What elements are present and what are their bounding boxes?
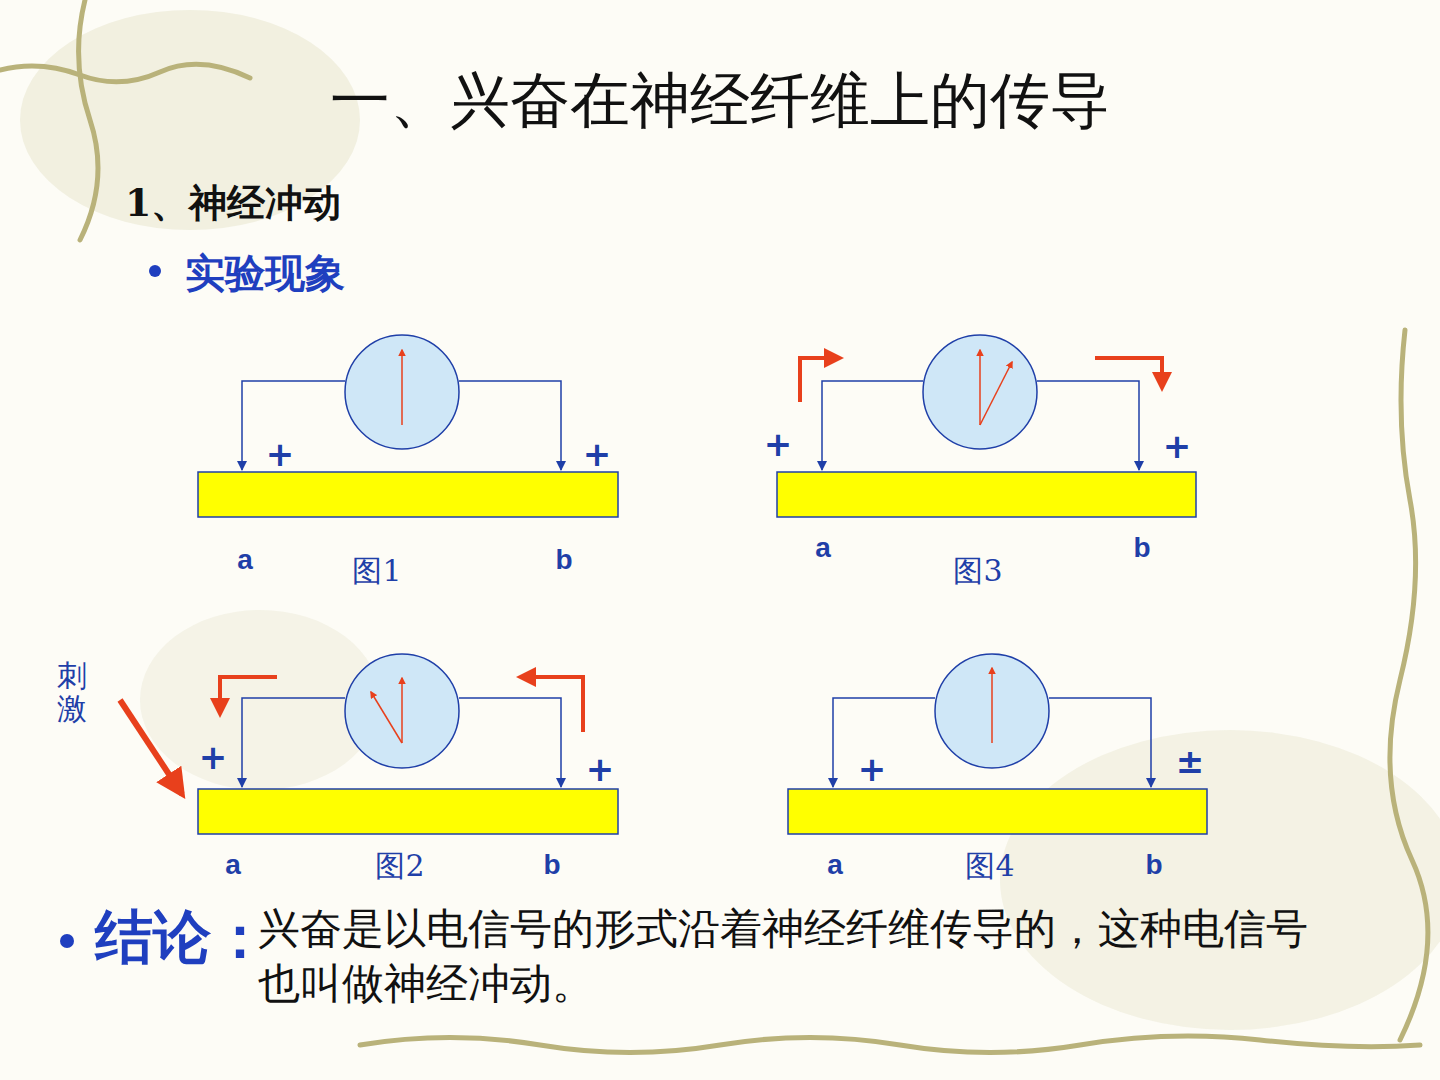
- current-arrow: [520, 677, 583, 732]
- needle: [979, 350, 981, 425]
- stimulus-label: 刺激: [57, 659, 87, 725]
- nerve-fiber: [777, 472, 1196, 517]
- polarity-sign: +: [858, 751, 887, 788]
- polarity-sign: +: [266, 436, 295, 473]
- figure-label: 图2: [375, 849, 424, 882]
- current-arrow: [800, 358, 840, 402]
- electrode-wire: [242, 698, 345, 787]
- electrode-label: b: [1145, 850, 1162, 881]
- polarity-sign: +: [764, 426, 793, 463]
- conclusion-heading: 结论：: [95, 906, 269, 970]
- polarity-sign: +: [583, 436, 612, 473]
- electrode-label: b: [1133, 533, 1150, 564]
- electrode-label: a: [225, 850, 241, 881]
- current-arrow: [220, 677, 277, 714]
- polarity-sign: ±: [1176, 743, 1205, 780]
- galvanometer: [345, 654, 459, 768]
- electrode-label: a: [237, 545, 253, 576]
- needle-deflected: [371, 692, 402, 743]
- bullet: [149, 265, 161, 277]
- needle: [991, 668, 993, 743]
- bullet-heading: 实验现象: [185, 251, 345, 295]
- electrode-label: b: [555, 545, 572, 576]
- vine-border: [0, 0, 1428, 1053]
- figure-2: [120, 654, 618, 834]
- figure-3: [777, 335, 1196, 517]
- galvanometer: [923, 335, 1037, 449]
- electrode-label: b: [543, 850, 560, 881]
- polarity-sign: +: [586, 751, 615, 788]
- figure-4: [788, 654, 1207, 834]
- figure-1: [198, 335, 618, 517]
- polarity-sign: +: [1163, 428, 1192, 465]
- electrode-label: a: [827, 850, 843, 881]
- needle: [401, 350, 403, 425]
- galvanometer: [345, 335, 459, 449]
- background-decoration: [20, 10, 1440, 1030]
- electrode-wire: [459, 698, 561, 787]
- electrode-label: a: [815, 533, 831, 564]
- polarity-sign: +: [199, 739, 228, 776]
- current-arrow: [1095, 358, 1162, 388]
- nerve-fiber: [198, 472, 618, 517]
- figure-label: 图1: [352, 554, 401, 587]
- electrode-wire: [1049, 698, 1151, 787]
- slide-title: 一、兴奋在神经纤维上的传导: [330, 67, 1110, 133]
- bullet: [60, 934, 74, 948]
- conclusion-text: 兴奋是以电信号的形式沿着神经纤维传导的，这种电信号也叫做神经冲动。: [258, 902, 1338, 1011]
- electrode-wire: [822, 381, 923, 470]
- nerve-fiber: [788, 789, 1207, 834]
- figure-label: 图3: [953, 554, 1002, 587]
- needle-deflected: [980, 362, 1012, 425]
- section-heading: 1、神经冲动: [125, 182, 341, 224]
- needle: [401, 678, 403, 743]
- nerve-fiber: [198, 789, 618, 834]
- electrode-wire: [1037, 381, 1139, 470]
- figure-label: 图4: [965, 849, 1014, 882]
- electrode-wire: [459, 381, 561, 470]
- stimulus-arrow: [120, 700, 182, 794]
- galvanometer: [935, 654, 1049, 768]
